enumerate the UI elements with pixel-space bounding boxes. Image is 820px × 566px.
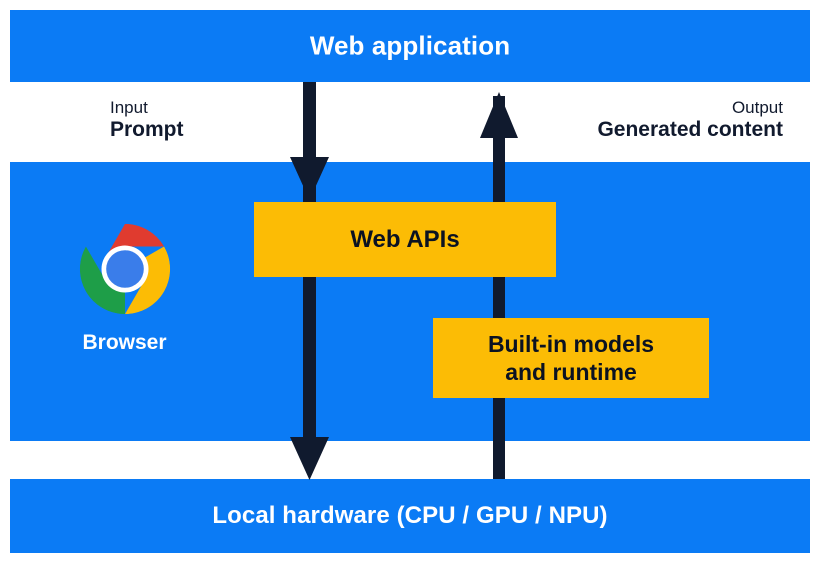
web-application-band: Web application bbox=[10, 10, 810, 82]
local-hardware-band: Local hardware (CPU / GPU / NPU) bbox=[10, 479, 810, 553]
web-application-label: Web application bbox=[309, 30, 511, 61]
output-value: Generated content bbox=[597, 118, 783, 142]
input-annotation: Input Prompt bbox=[110, 98, 184, 143]
built-in-models-box: Built-in models and runtime bbox=[433, 318, 709, 398]
local-hardware-label: Local hardware (CPU / GPU / NPU) bbox=[212, 502, 608, 529]
built-in-models-line-2: and runtime bbox=[505, 359, 637, 385]
web-apis-box: Web APIs bbox=[254, 202, 556, 277]
input-value: Prompt bbox=[110, 118, 184, 142]
built-in-models-line-1: Built-in models bbox=[487, 330, 655, 357]
input-kicker: Input bbox=[110, 98, 148, 117]
chrome-logo-icon bbox=[57, 222, 192, 321]
output-annotation: Output Generated content bbox=[597, 98, 783, 143]
output-kicker: Output bbox=[731, 98, 783, 117]
built-in-models-label: Built-in models and runtime bbox=[488, 330, 654, 386]
browser-label: Browser bbox=[82, 331, 167, 354]
web-apis-label: Web APIs bbox=[350, 225, 460, 253]
browser-group: Browser bbox=[57, 222, 192, 355]
